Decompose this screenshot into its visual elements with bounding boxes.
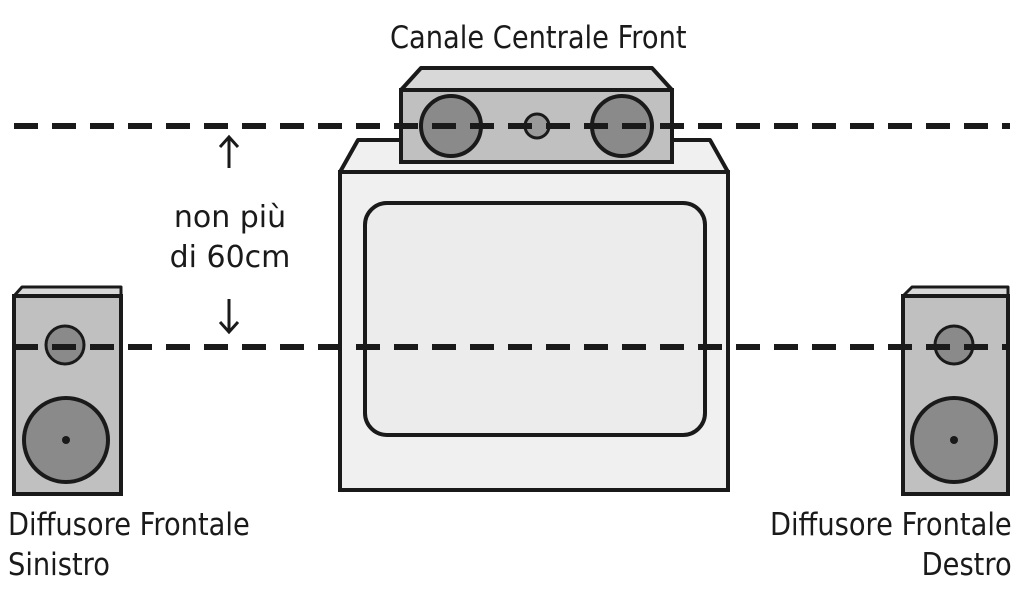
- right-speaker-label-line1: Diffusore Frontale: [770, 507, 1012, 543]
- center-channel-label: Canale Centrale Front: [390, 20, 687, 56]
- center-speaker-top-face: [399, 66, 674, 92]
- right-speaker: [901, 285, 1010, 496]
- distance-label: non più di 60cm: [165, 198, 295, 278]
- left-woofer-center-dot: [62, 436, 70, 444]
- left-speaker-label-line1: Diffusore Frontale: [8, 507, 250, 543]
- left-speaker-label: Diffusore Frontale Sinistro: [8, 505, 250, 585]
- right-woofer-center-dot: [950, 436, 958, 444]
- distance-label-line2: di 60cm: [169, 240, 291, 275]
- left-speaker-label-line2: Sinistro: [8, 547, 110, 583]
- distance-label-line1: non più: [173, 200, 287, 235]
- tv-set: [338, 138, 730, 492]
- down-arrow-icon: [218, 299, 240, 335]
- left-speaker: [12, 285, 123, 496]
- right-speaker-label: Diffusore Frontale Destro: [770, 505, 1012, 585]
- center-speaker: [399, 66, 674, 164]
- up-arrow-icon: [218, 134, 240, 168]
- right-speaker-label-line2: Destro: [921, 547, 1012, 583]
- tv-screen: [363, 201, 707, 437]
